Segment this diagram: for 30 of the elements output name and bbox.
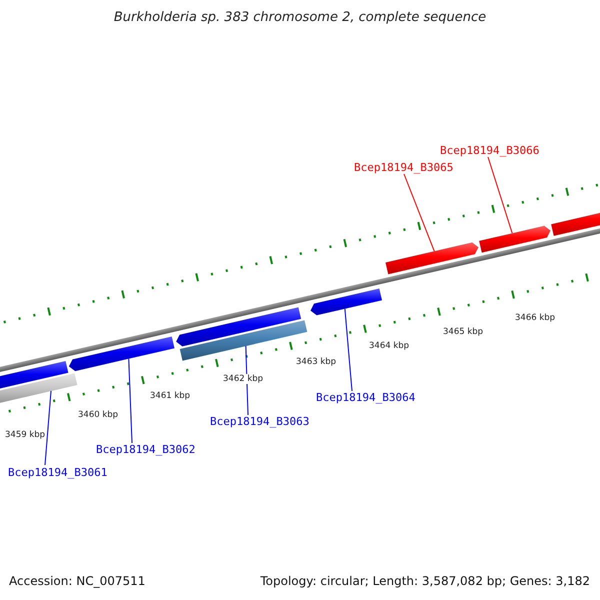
gene-label: Bcep18194_B3065	[354, 161, 454, 174]
gene-label: Bcep18194_B3063	[210, 415, 310, 428]
gene-label: Bcep18194_B3062	[96, 443, 196, 456]
gene-label: Bcep18194_B3064	[316, 391, 416, 404]
gene-bar	[310, 288, 382, 316]
gene-bar	[0, 361, 68, 391]
leader-line	[404, 174, 435, 252]
scale-label: 3459 kbp	[4, 430, 46, 440]
scale-label: 3461 kbp	[149, 391, 192, 401]
gene-label: Bcep18194_B3066	[440, 144, 540, 157]
gene-label: Bcep18194_B3061	[8, 466, 108, 479]
leader-line	[44, 390, 52, 466]
scale-label: 3462 kbp	[222, 374, 264, 384]
leader-line	[488, 156, 513, 234]
gene-bar	[176, 307, 302, 346]
leader-line	[245, 346, 248, 416]
scale-label: 3465 kbp	[442, 327, 484, 337]
accession-text: Accession: NC_007511	[9, 574, 146, 588]
gene-bar	[386, 242, 478, 274]
scale-label: 3466 kbp	[514, 313, 556, 323]
scale-label: 3463 kbp	[295, 357, 338, 367]
gene-bar	[479, 226, 550, 253]
gene-bar	[0, 373, 78, 406]
leader-line	[344, 308, 352, 392]
title: Burkholderia sp. 383 chromosome 2, complete sequence	[112, 10, 488, 25]
summary-text: Topology: circular; Length: 3,587,082 bp; Genes: 3,182	[260, 574, 590, 588]
gene-bar	[68, 336, 174, 372]
leader-line	[128, 358, 132, 444]
scale-label: 3464 kbp	[368, 341, 410, 351]
scale-label: 3460 kbp	[77, 410, 120, 420]
